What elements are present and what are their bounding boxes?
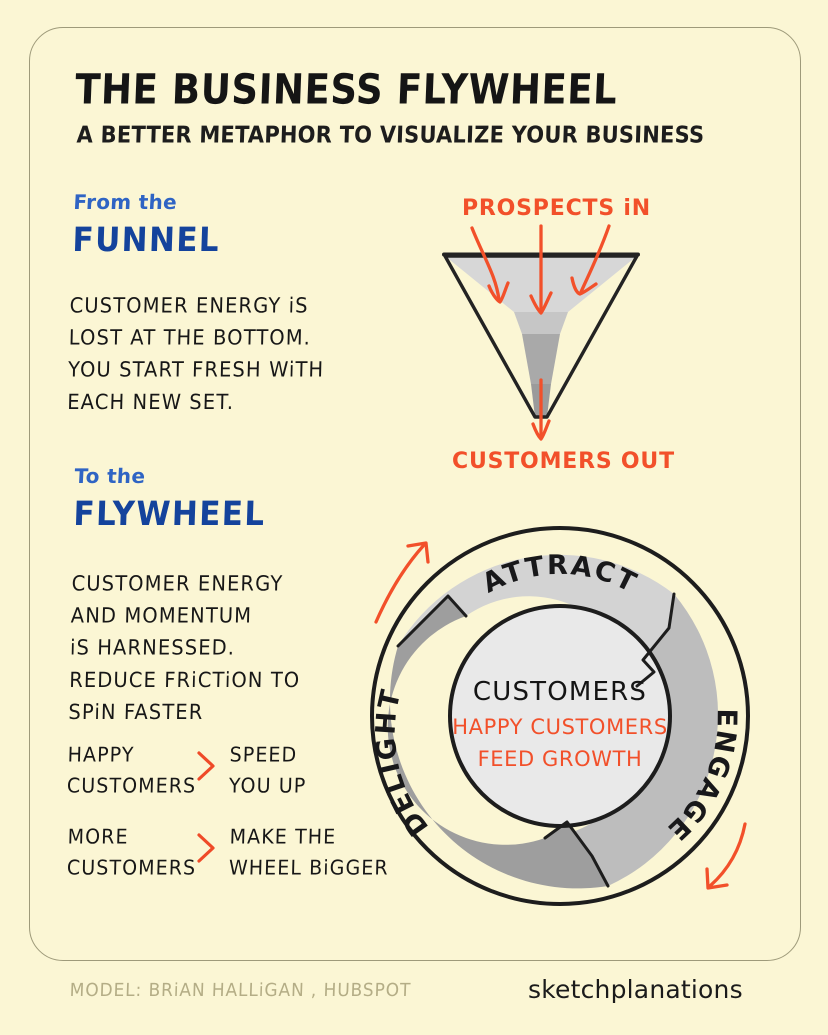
page-subtitle: A BETTER METAPHOR TO VISUALIZE YOUR BUSI… xyxy=(76,121,705,149)
pair-effect-label: SPEED YOU UP xyxy=(228,743,307,798)
pair-cause-label: HAPPY CUSTOMERS xyxy=(66,743,197,798)
brand-signature: sketchplanations xyxy=(528,975,743,1004)
funnel-kicker: From the xyxy=(72,190,178,214)
funnel-body-text: CUSTOMER ENERGY iS LOST AT THE BOTTOM. Y… xyxy=(66,293,325,415)
chevron-right-icon xyxy=(197,833,215,863)
funnel-heading: FUNNEL xyxy=(71,220,221,260)
card-border xyxy=(29,27,801,961)
pair-cause-label: MORE CUSTOMERS xyxy=(66,825,197,880)
pair-effect-label: MAKE THE WHEEL BiGGER xyxy=(228,825,390,880)
model-credit: MODEL: BRiAN HALLiGAN , HUBSPOT xyxy=(69,979,412,1002)
flywheel-body-text: CUSTOMER ENERGY AND MOMENTUM iS HARNESSE… xyxy=(68,571,301,725)
chevron-right-icon xyxy=(197,751,215,781)
flywheel-kicker: To the xyxy=(73,464,146,488)
flywheel-heading: FLYWHEEL xyxy=(72,494,267,534)
page-title: THE BUSINESS FLYWHEEL xyxy=(74,65,619,114)
